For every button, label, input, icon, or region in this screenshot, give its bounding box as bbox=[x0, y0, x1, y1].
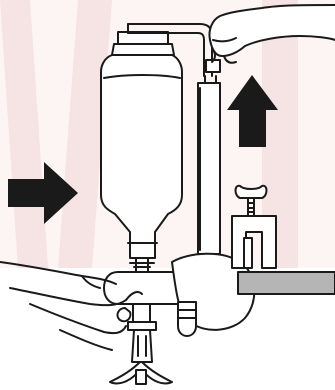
up-arrow-icon bbox=[227, 75, 278, 147]
table-edge bbox=[238, 272, 335, 294]
top-hand bbox=[209, 5, 335, 63]
right-arrow-icon bbox=[8, 162, 78, 224]
clamp bbox=[232, 186, 276, 268]
bottle bbox=[101, 32, 182, 258]
base-unit bbox=[104, 254, 254, 384]
